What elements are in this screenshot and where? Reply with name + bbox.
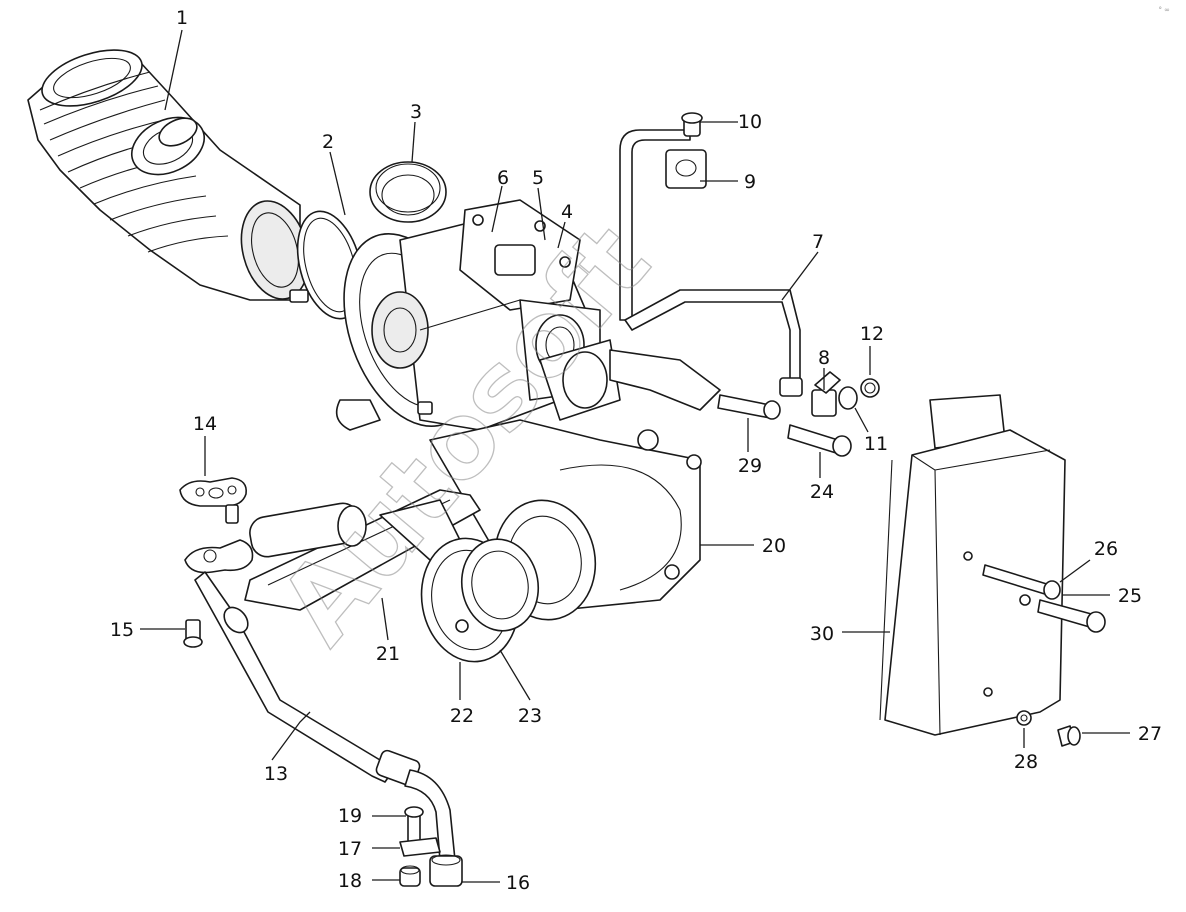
catalyst-bracket [244, 489, 540, 663]
callout-7: 7 [812, 231, 824, 253]
callout-30: 30 [810, 623, 834, 645]
oil-feed-pipe [619, 112, 803, 397]
callout-23: 23 [518, 705, 542, 727]
banjo-fittings [811, 371, 880, 417]
callout-17: 17 [338, 838, 362, 860]
callout-28: 28 [1014, 751, 1038, 773]
shield-bolts [982, 564, 1106, 747]
callout-19: 19 [338, 805, 362, 827]
callout-16: 16 [506, 872, 530, 894]
callout-9: 9 [744, 171, 756, 193]
leader-lines [140, 29, 1130, 883]
callout-8: 8 [818, 347, 830, 369]
callout-15: 15 [110, 619, 134, 641]
oil-return-gasket [179, 477, 248, 648]
callout-24: 24 [810, 481, 834, 503]
corner-mark: ° ∞ [1158, 6, 1170, 14]
callout-22: 22 [450, 705, 474, 727]
callout-2: 2 [322, 131, 334, 153]
heat-shield [879, 394, 1066, 736]
callout-13: 13 [264, 763, 288, 785]
oil-return-pipe [184, 539, 463, 887]
callout-26: 26 [1094, 538, 1118, 560]
callout-18: 18 [338, 870, 362, 892]
callout-14: 14 [193, 413, 217, 435]
callout-20: 20 [762, 535, 786, 557]
callout-1: 1 [176, 7, 188, 29]
callout-12: 12 [860, 323, 884, 345]
intake-hose [27, 49, 310, 301]
bolts-24-29 [717, 394, 852, 457]
callout-21: 21 [376, 643, 400, 665]
callout-27: 27 [1138, 723, 1162, 745]
callout-10: 10 [738, 111, 762, 133]
callout-6: 6 [497, 167, 509, 189]
callout-labels: 1 2 3 4 5 6 7 8 9 10 11 12 13 14 15 16 1… [110, 7, 1162, 894]
callout-5: 5 [532, 167, 544, 189]
callout-29: 29 [738, 455, 762, 477]
seal-ring [369, 161, 447, 223]
callout-11: 11 [864, 433, 888, 455]
callout-4: 4 [561, 201, 573, 223]
callout-3: 3 [410, 101, 422, 123]
callout-25: 25 [1118, 585, 1142, 607]
